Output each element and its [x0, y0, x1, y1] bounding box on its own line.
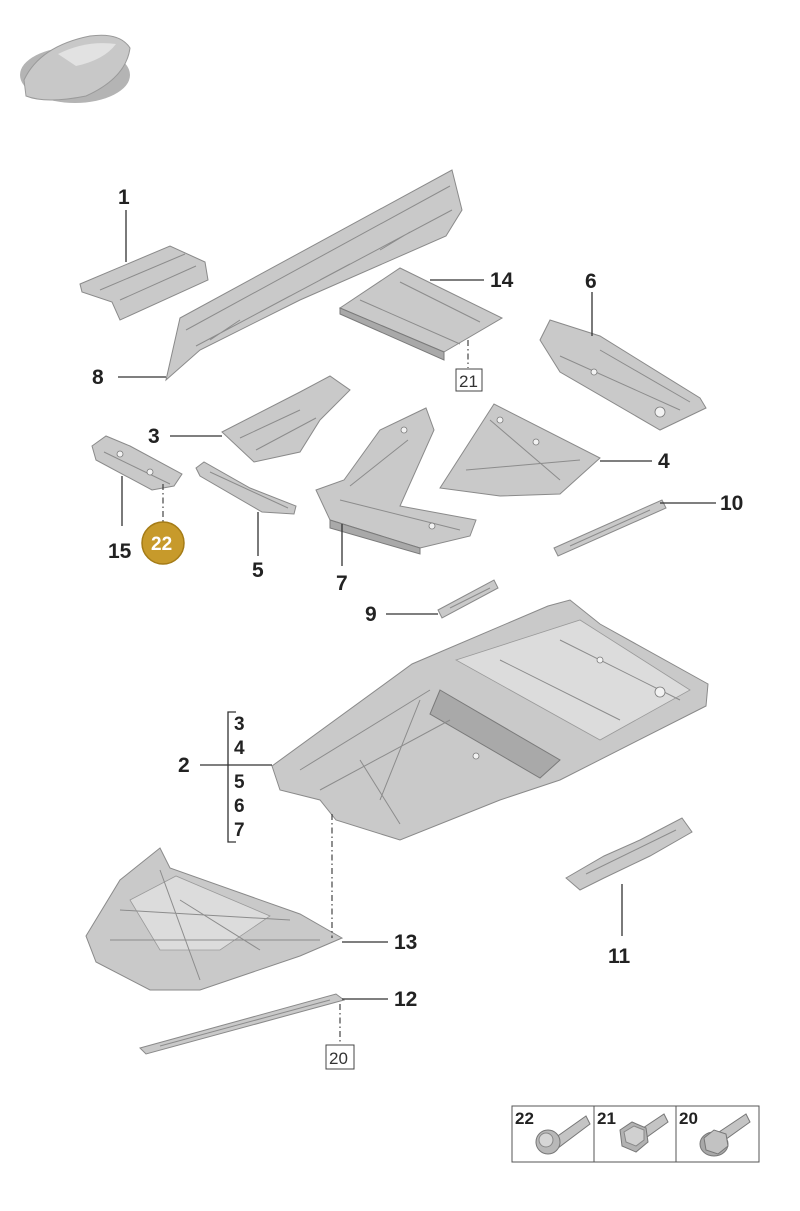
bracket-item-3: 3 — [234, 714, 245, 735]
legend-item-20[interactable]: 20 — [679, 1109, 751, 1157]
part-14-panel[interactable] — [338, 267, 504, 361]
svg-text:22: 22 — [515, 1109, 534, 1128]
callout-10[interactable]: 10 — [720, 492, 743, 515]
callout-8[interactable]: 8 — [92, 366, 104, 389]
callout-2[interactable]: 2 — [178, 754, 190, 777]
part-12-strip[interactable] — [139, 993, 346, 1055]
part-1-bracket[interactable] — [79, 245, 209, 321]
callout-11[interactable]: 11 — [608, 945, 631, 968]
svg-text:20: 20 — [329, 1049, 348, 1068]
bracket-item-6: 6 — [234, 796, 245, 817]
part-6-floor-section[interactable] — [539, 319, 707, 431]
callout-7[interactable]: 7 — [336, 572, 348, 595]
vehicle-thumbnail-icon — [20, 34, 131, 103]
callout-5[interactable]: 5 — [252, 559, 264, 582]
hex-bolt-icon — [619, 1113, 669, 1153]
legend-item-22[interactable]: 22 — [515, 1109, 591, 1155]
svg-text:20: 20 — [679, 1109, 698, 1128]
fastener-legend: 22 21 20 — [511, 1105, 760, 1163]
callout-12[interactable]: 12 — [394, 988, 417, 1011]
part-10-rail[interactable] — [553, 499, 667, 557]
part-5-strip[interactable] — [195, 461, 297, 515]
callout-4[interactable]: 4 — [658, 450, 670, 473]
reference-box-20[interactable]: 20 — [325, 1044, 355, 1070]
svg-text:22: 22 — [151, 534, 172, 555]
part-8-side-sill[interactable] — [165, 169, 463, 382]
callout-13[interactable]: 13 — [394, 931, 417, 954]
bracket-item-5: 5 — [234, 772, 245, 793]
callout-3[interactable]: 3 — [148, 425, 160, 448]
part-9-rail[interactable] — [437, 579, 499, 619]
svg-text:21: 21 — [597, 1109, 616, 1128]
bracket-line — [227, 711, 236, 843]
callout-9[interactable]: 9 — [365, 603, 377, 626]
legend-item-21[interactable]: 21 — [597, 1109, 669, 1153]
svg-text:21: 21 — [459, 372, 478, 391]
part-15-bracket[interactable] — [91, 435, 183, 491]
highlighted-part-22-badge[interactable]: 22 — [141, 521, 185, 565]
reference-box-21[interactable]: 21 — [455, 368, 483, 392]
hex-flange-bolt-icon — [699, 1113, 751, 1157]
callout-1[interactable]: 1 — [118, 186, 130, 209]
callout-14[interactable]: 14 — [490, 269, 514, 292]
part-11-panel[interactable] — [565, 817, 693, 891]
bracket-item-4: 4 — [234, 738, 245, 759]
bracket-item-7: 7 — [234, 820, 245, 841]
part-3-bracket[interactable] — [221, 375, 351, 463]
part-13-brace[interactable] — [85, 847, 344, 991]
part-2-main-floor[interactable] — [271, 599, 709, 841]
flanged-bolt-icon — [535, 1115, 591, 1155]
callout-15[interactable]: 15 — [108, 540, 132, 563]
part-7-tunnel-section[interactable] — [315, 407, 477, 555]
callout-6[interactable]: 6 — [585, 270, 597, 293]
part-4-panel[interactable] — [439, 403, 601, 497]
